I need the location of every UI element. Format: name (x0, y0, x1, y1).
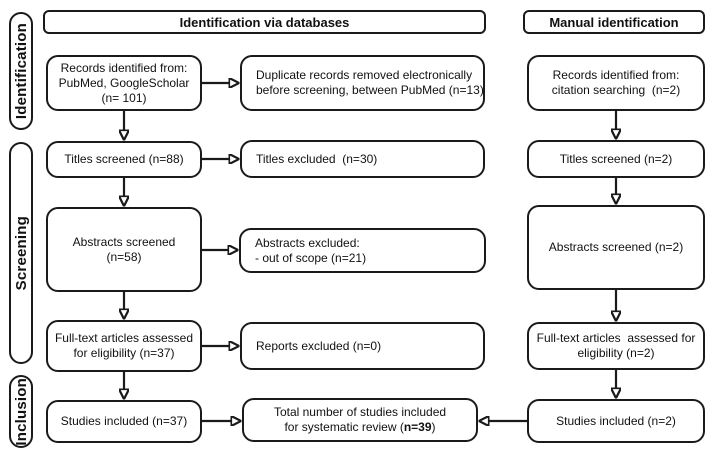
records-identified-databases-box: Records identified from: PubMed, GoogleS… (46, 55, 202, 111)
fulltext-assessed-manual-box: Full-text articles assessed for eligibil… (527, 322, 705, 370)
abstracts-excluded-text: Abstracts excluded: - out of scope (n=21… (255, 235, 367, 265)
header-manual-identification: Manual identification (523, 10, 705, 34)
abstracts-excluded-box: Abstracts excluded: - out of scope (n=21… (239, 228, 486, 273)
fulltext-assessed-databases-box: Full-text articles assessed for eligibil… (46, 320, 202, 372)
titles-screened-databases-box: Titles screened (n=88) (46, 141, 202, 178)
stage-label-inclusion: Inclusion (9, 375, 33, 448)
fulltext-assessed-databases-text: Full-text articles assessed for eligibil… (54, 331, 194, 360)
titles-screened-databases-text: Titles screened (n=88) (64, 152, 184, 166)
total-studies-included-box: Total number of studies included for sys… (242, 398, 478, 442)
stage-label-identification-text: Identification (12, 22, 30, 120)
titles-screened-manual-box: Titles screened (n=2) (527, 140, 705, 178)
header-manual-identification-text: Manual identification (549, 14, 679, 30)
reports-excluded-box: Reports excluded (n=0) (240, 322, 485, 370)
header-identification-via-databases: Identification via databases (43, 10, 486, 34)
abstracts-screened-manual-box: Abstracts screened (n=2) (527, 205, 705, 290)
total-studies-text-after: ) (431, 420, 436, 434)
stage-label-screening-text: Screening (12, 215, 30, 291)
abstracts-screened-databases-box: Abstracts screened (n=58) (46, 207, 202, 292)
stage-label-inclusion-text: Inclusion (12, 377, 30, 446)
records-identified-citation-text: Records identified from: citation search… (551, 68, 681, 97)
header-identification-via-databases-text: Identification via databases (179, 14, 350, 30)
records-identified-databases-text: Records identified from: PubMed, GoogleS… (58, 60, 190, 105)
studies-included-manual-box: Studies included (n=2) (527, 399, 705, 443)
fulltext-assessed-manual-text: Full-text articles assessed for eligibil… (536, 331, 696, 360)
studies-included-manual-text: Studies included (n=2) (556, 413, 676, 428)
stage-label-screening: Screening (9, 142, 33, 364)
abstracts-screened-databases-text: Abstracts screened (n=58) (72, 234, 176, 264)
titles-excluded-text: Titles excluded (n=30) (256, 151, 378, 166)
total-studies-bold-count: n=39 (403, 420, 432, 434)
titles-screened-manual-text: Titles screened (n=2) (559, 151, 673, 166)
duplicate-records-removed-text: Duplicate records removed electronically… (256, 68, 484, 97)
total-studies-included-text: Total number of studies included for sys… (274, 405, 446, 435)
total-studies-text-before: Total number of studies included for sys… (273, 405, 447, 434)
duplicate-records-removed-box: Duplicate records removed electronically… (240, 55, 485, 111)
titles-excluded-box: Titles excluded (n=30) (240, 140, 485, 178)
studies-included-databases-text: Studies included (n=37) (60, 414, 188, 428)
studies-included-databases-box: Studies included (n=37) (46, 400, 202, 443)
abstracts-screened-manual-text: Abstracts screened (n=2) (548, 240, 684, 254)
stage-label-identification: Identification (9, 12, 33, 130)
reports-excluded-text: Reports excluded (n=0) (256, 338, 382, 353)
records-identified-citation-box: Records identified from: citation search… (527, 55, 705, 111)
